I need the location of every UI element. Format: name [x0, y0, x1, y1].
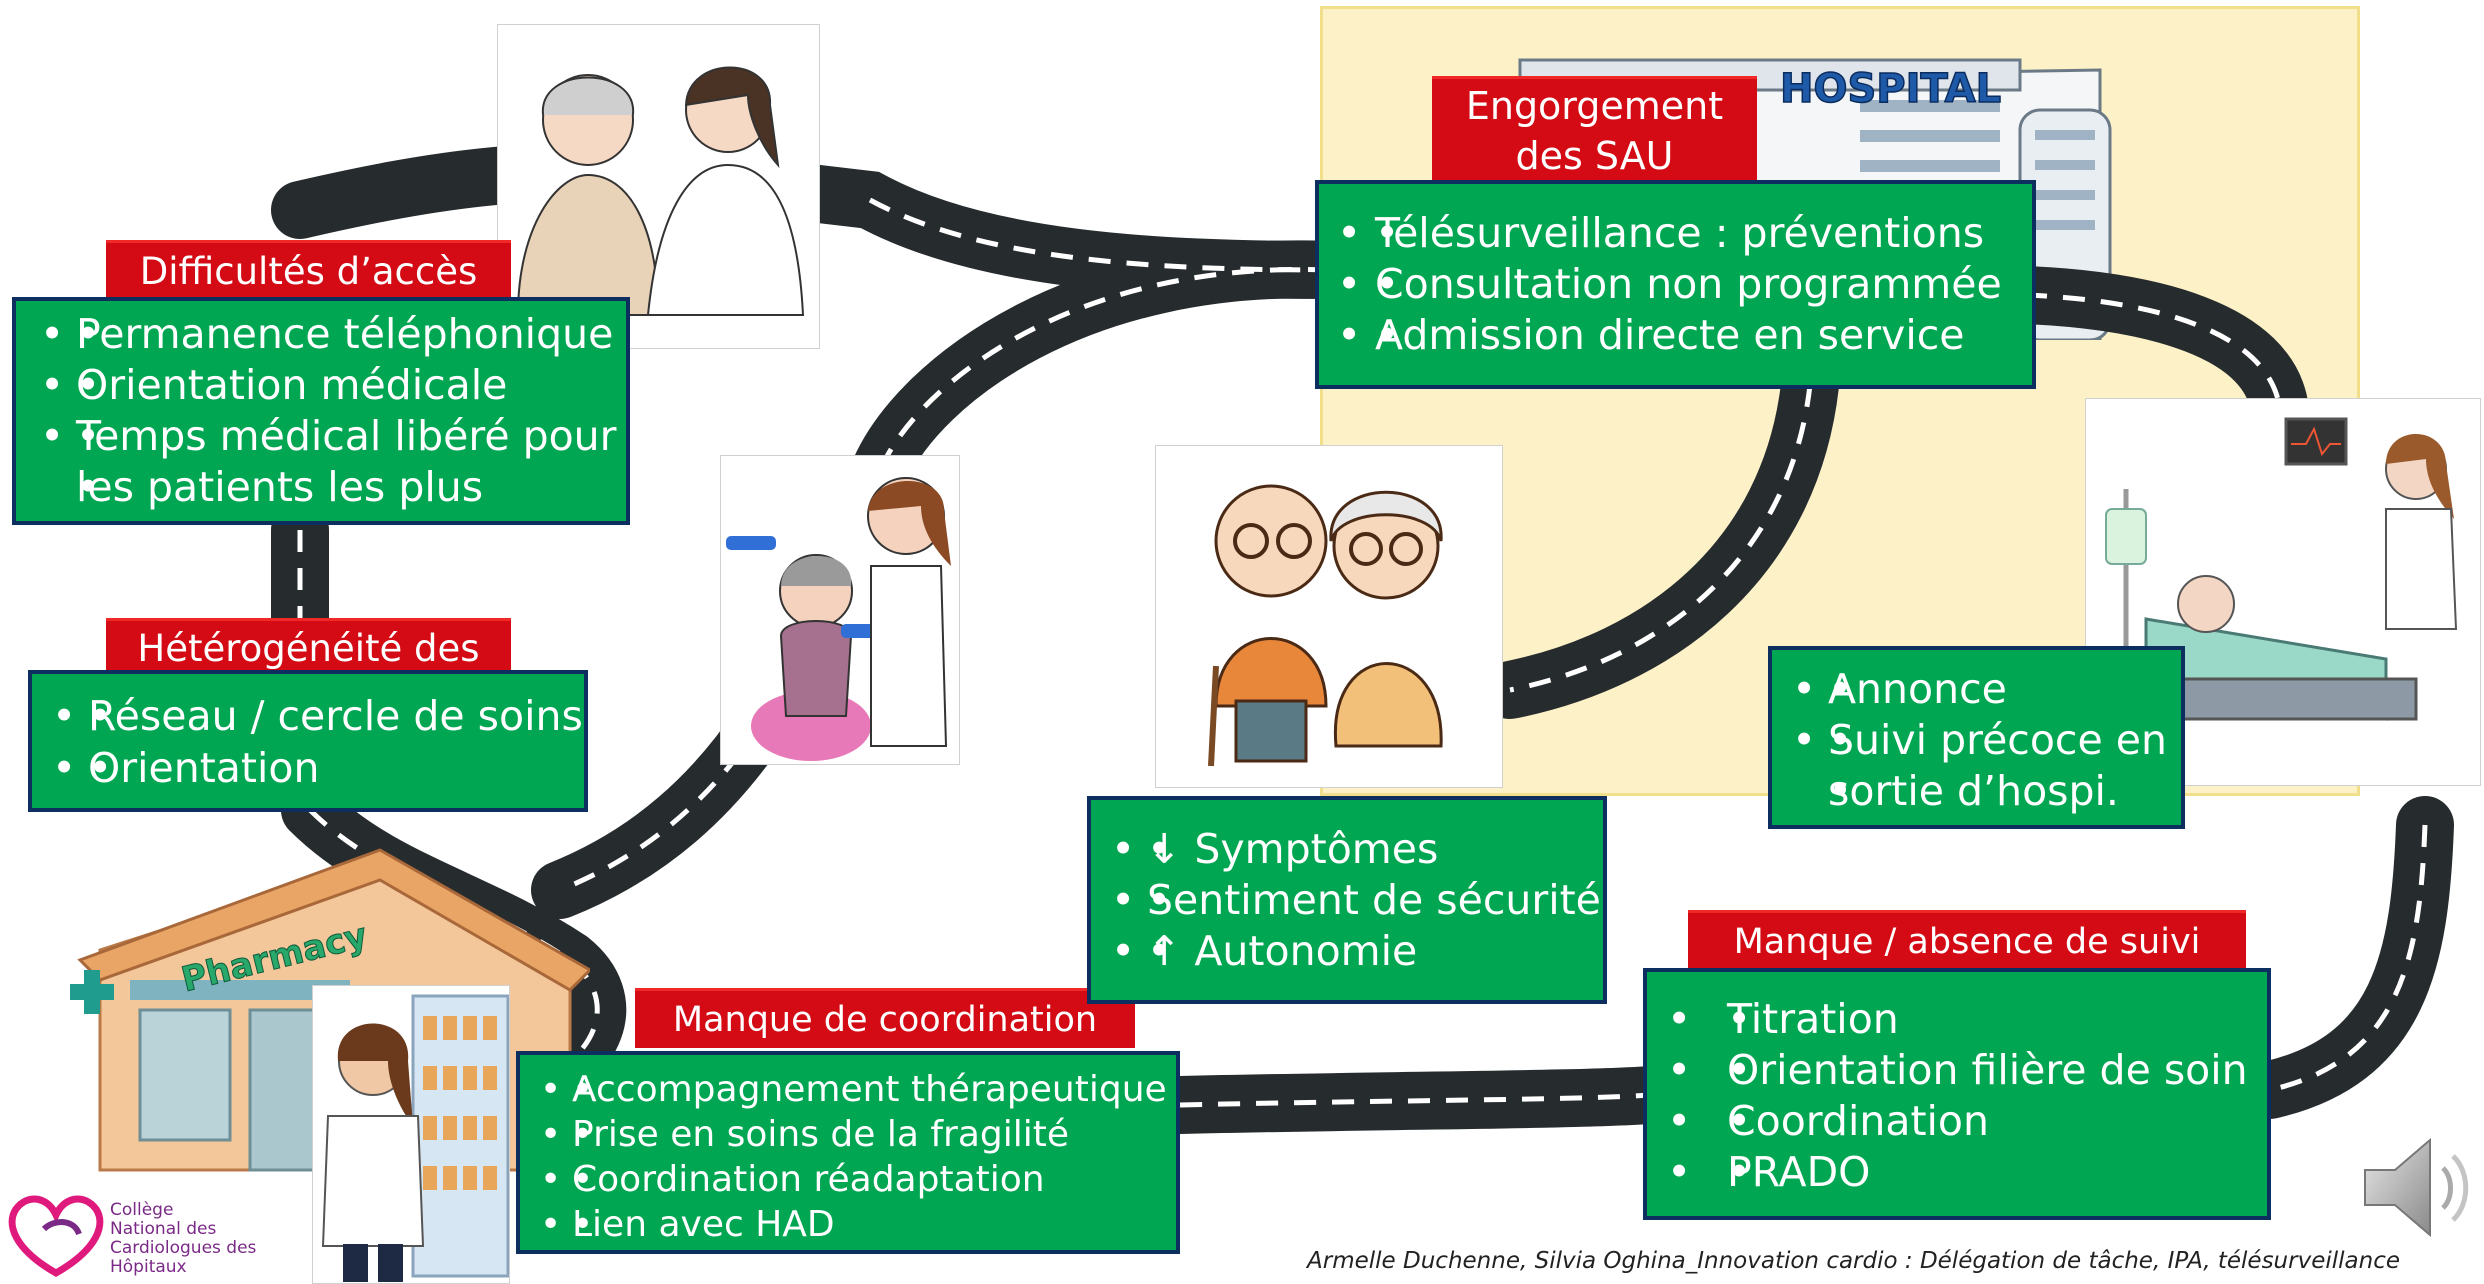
list-item: •Prise en soins de la fragilité	[520, 1112, 1176, 1157]
logo-line-2: National des	[110, 1219, 217, 1239]
box-coordination: •Accompagnement thérapeutique •Prise en …	[516, 1051, 1180, 1254]
list-item: •Titration	[1647, 994, 2267, 1045]
box-benefices: •↓ Symptômes •Sentiment de sécurité •↑ A…	[1087, 796, 1607, 1004]
list-item: •Coordination	[1647, 1096, 2267, 1147]
list-item: •Orientation	[32, 742, 584, 794]
list-item: •Suivi précoce en	[1772, 715, 2181, 766]
box-annonce: •Annonce •Suivi précoce en sortie d’hosp…	[1768, 646, 2185, 829]
label-manque-suivi: Manque / absence de suivi	[1688, 910, 2246, 970]
illustration-doctor-consultation	[497, 24, 820, 349]
logo-line-4: Hôpitaux	[110, 1257, 187, 1277]
box-heterogeneite: •Réseau / cercle de soins •Orientation	[28, 670, 588, 812]
list-item: •Orientation médicale	[16, 360, 626, 411]
illustration-pharmacist	[312, 985, 510, 1284]
logo-line-3: Cardiologues des	[110, 1238, 257, 1258]
list-item: •Annonce	[1772, 664, 2181, 715]
list-item: •Admission directe en service	[1319, 310, 2032, 361]
cnch-logo: Collège National des Cardiologues des Hô…	[4, 1185, 274, 1281]
list-item: •Temps médical libéré pour	[16, 411, 626, 462]
list-item: •↓ Symptômes	[1091, 824, 1603, 875]
list-item: •Consultation non programmée	[1319, 259, 2032, 310]
hospital-sign: HOSPITAL	[1780, 66, 2001, 112]
box-engorgement-sau: •Télésurveillance : préventions •Consult…	[1315, 180, 2036, 389]
logo-line-1: Collège	[110, 1200, 174, 1220]
heart-logo-icon	[8, 1195, 104, 1278]
cross-icon	[70, 970, 114, 1014]
list-item: •Orientation filière de soin	[1647, 1045, 2267, 1096]
list-item: •↑ Autonomie	[1091, 926, 1603, 977]
list-item-continuation: sortie d’hospi.	[1772, 766, 2181, 817]
list-item: •Coordination réadaptation	[520, 1157, 1176, 1202]
label-heterogeneite: Hétérogénéité des	[106, 618, 511, 674]
box-manque-suivi: •Titration •Orientation filière de soin …	[1643, 968, 2271, 1220]
list-item: •Lien avec HAD	[520, 1202, 1176, 1247]
citation: Armelle Duchenne, Silvia Oghina_Innovati…	[1307, 1248, 2400, 1274]
list-item: •PRADO	[1647, 1147, 2267, 1198]
illustration-elderly-couple	[1155, 445, 1503, 788]
speaker-icon[interactable]	[2355, 1130, 2480, 1245]
label-manque-coordination: Manque de coordination	[635, 988, 1135, 1048]
list-item: •Sentiment de sécurité	[1091, 875, 1603, 926]
label-engorgement-sau: Engorgement des SAU	[1432, 76, 1757, 182]
label-difficultes-acces: Difficultés d’accès	[106, 240, 511, 300]
list-item-continuation: les patients les plus graves	[16, 462, 626, 564]
label-sau-line-2: des SAU	[1515, 134, 1674, 178]
illustration-rehabilitation	[720, 455, 960, 765]
list-item: •Permanence téléphonique	[16, 309, 626, 360]
list-item: •Réseau / cercle de soins	[32, 690, 584, 742]
label-sau-line-1: Engorgement	[1465, 84, 1724, 128]
box-difficultes-acces: •Permanence téléphonique •Orientation mé…	[12, 297, 630, 562]
list-item: •Accompagnement thérapeutique	[520, 1067, 1176, 1112]
list-item: •Télésurveillance : préventions	[1319, 208, 2032, 259]
